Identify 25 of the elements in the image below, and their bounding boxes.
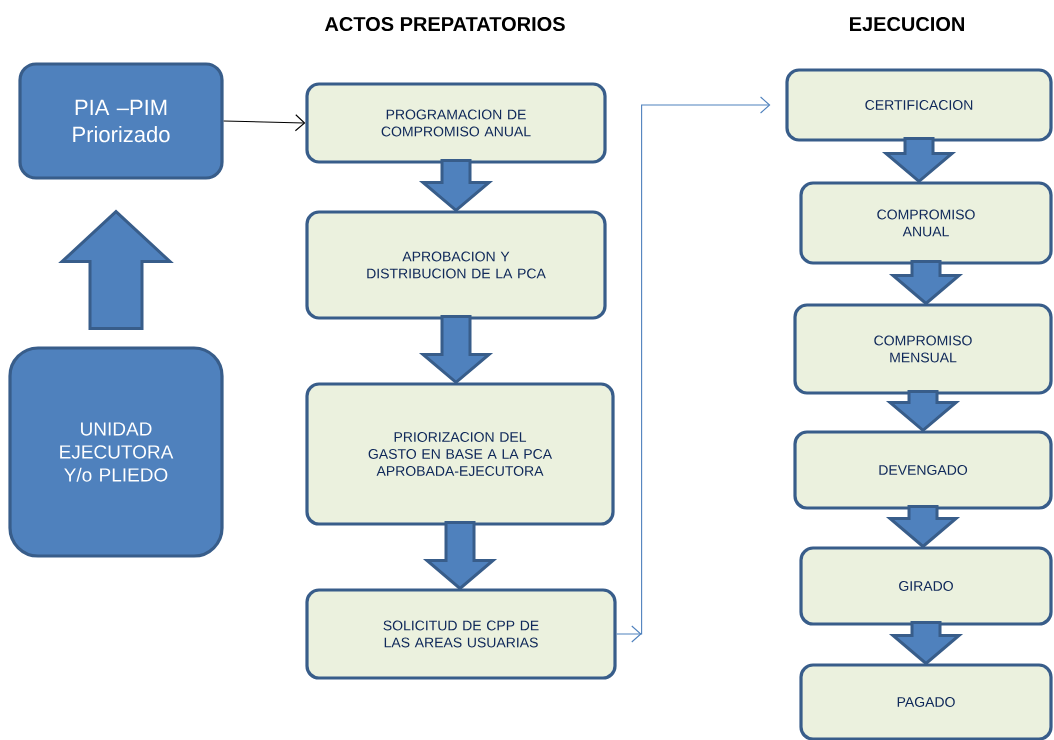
block-arrow [885, 390, 961, 433]
block-arrow [888, 260, 964, 306]
block-arrow [418, 315, 494, 385]
block-arrow [422, 521, 498, 591]
block-arrow [885, 505, 961, 549]
section-heading: EJECUCION [850, 16, 964, 32]
process-box: UNIDAD EJECUTORA Y/o PLIEDO [8, 346, 224, 558]
process-box: PIA –PIM Priorizado [18, 62, 224, 180]
process-box: CERTIFICACION [785, 68, 1053, 142]
process-box: GIRADO [799, 546, 1053, 626]
block-arrow [58, 209, 174, 330]
block-arrow [881, 137, 957, 184]
process-box: PROGRAMACION DE COMPROMISO ANUAL [305, 82, 607, 164]
block-arrow [418, 159, 494, 213]
process-box: COMPROMISO MENSUAL [793, 303, 1053, 395]
process-box: SOLICITUD DE CPP DE LAS AREAS USUARIAS [305, 588, 617, 680]
process-box: APROBACION Y DISTRIBUCION DE LA PCA [305, 210, 607, 320]
arrow [223, 114, 306, 132]
section-heading: ACTOS PREPATATORIOS [324, 16, 565, 32]
process-box: DEVENGADO [793, 430, 1053, 510]
block-arrow [888, 621, 964, 666]
process-box: PAGADO [799, 663, 1053, 740]
connector-arrow [616, 96, 771, 643]
process-box: COMPROMISO ANUAL [799, 181, 1053, 265]
process-box: PRIORIZACION DEL GASTO EN BASE A LA PCA APROBADA-EJECUTORA [305, 382, 615, 526]
